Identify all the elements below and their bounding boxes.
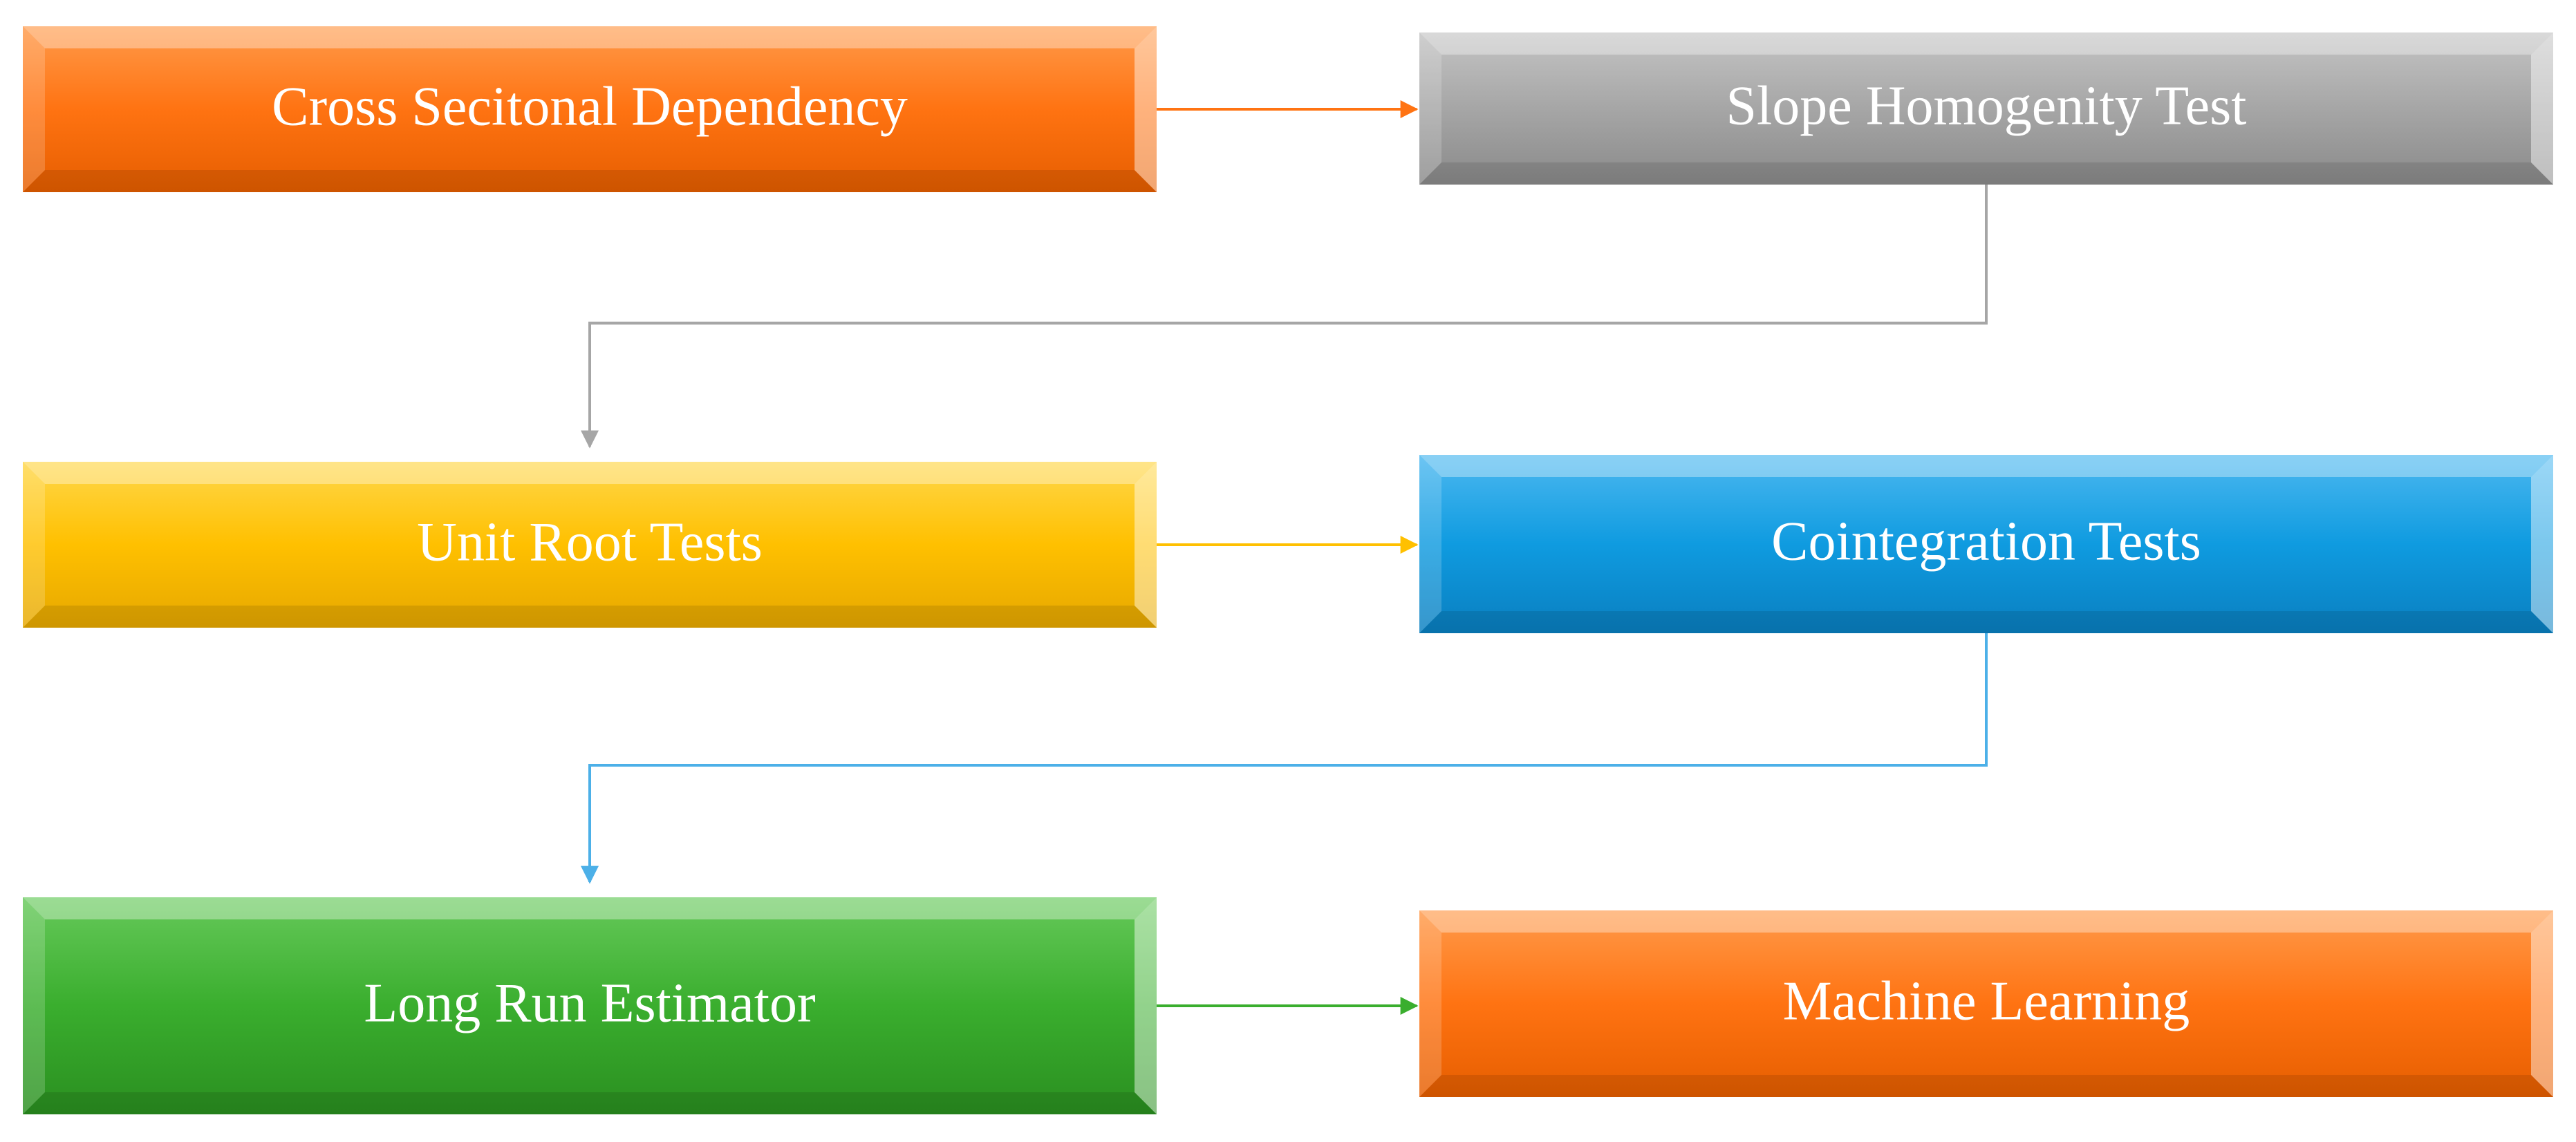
- edges-layer: [581, 100, 1988, 1015]
- node-label-slope-homogenity-test: Slope Homogenity Test: [1726, 75, 2247, 136]
- node-machine-learning: Machine Learning: [1419, 910, 2553, 1097]
- arrow-cointegration-tests-to-long-run-estimator: [581, 633, 1988, 884]
- node-label-unit-root-tests: Unit Root Tests: [417, 512, 763, 572]
- node-label-cointegration-tests: Cointegration Tests: [1771, 511, 2201, 572]
- node-label-cross-sectional-dependency: Cross Secitonal Dependency: [272, 76, 908, 137]
- node-unit-root-tests: Unit Root Tests: [23, 462, 1157, 628]
- node-slope-homogenity-test: Slope Homogenity Test: [1419, 32, 2553, 185]
- node-label-long-run-estimator: Long Run Estimator: [364, 973, 815, 1033]
- node-label-machine-learning: Machine Learning: [1783, 971, 2190, 1031]
- node-cointegration-tests: Cointegration Tests: [1419, 455, 2553, 633]
- nodes-layer: Cross Secitonal Dependency Slope Homogeni…: [23, 26, 2553, 1114]
- arrow-slope-homogenity-test-to-unit-root-tests: [581, 185, 1988, 449]
- node-long-run-estimator: Long Run Estimator: [23, 897, 1157, 1114]
- node-cross-sectional-dependency: Cross Secitonal Dependency: [23, 26, 1157, 192]
